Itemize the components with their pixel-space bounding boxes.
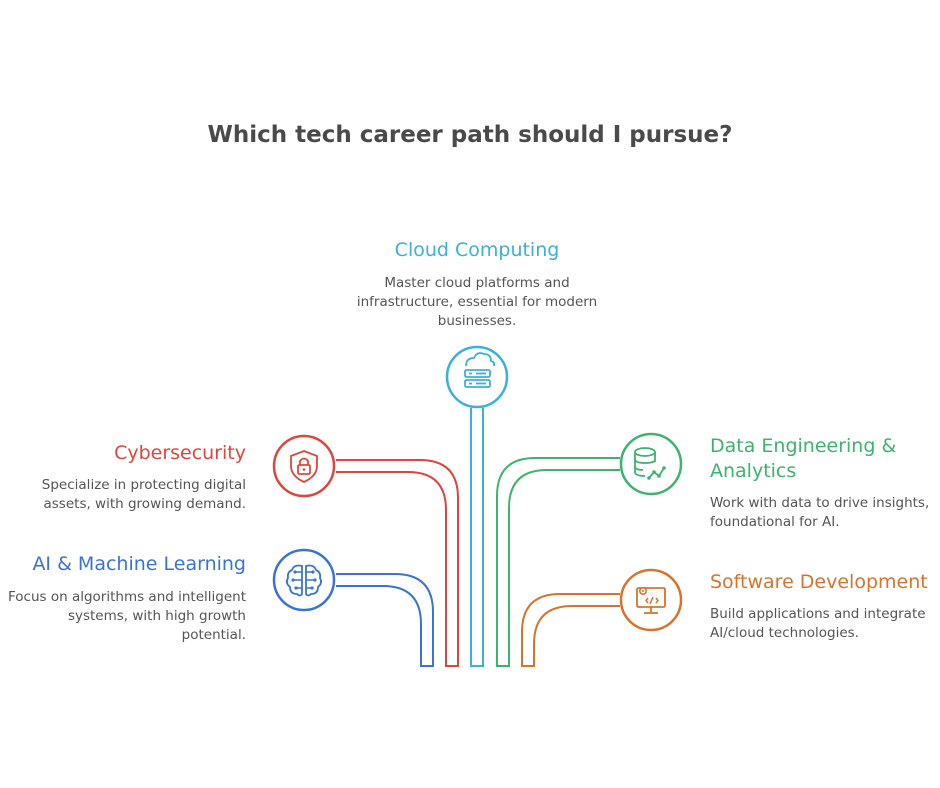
monitor-code-icon <box>619 568 683 632</box>
software-pipe <box>521 593 620 667</box>
database-chart-icon <box>619 432 683 496</box>
software-label: Software Development <box>710 571 928 593</box>
cloud-description: Master cloud platforms and infrastructur… <box>356 275 598 329</box>
ai-label: AI & Machine Learning <box>32 553 246 575</box>
brain-circuit-icon <box>272 548 336 612</box>
diagram-title: Which tech career path should I pursue? <box>207 122 733 148</box>
cyber-pipe <box>336 459 459 667</box>
software-description: Build applications and integrate AI/clou… <box>710 606 926 641</box>
data-description: Work with data to drive insights, founda… <box>710 495 930 530</box>
ai-description: Focus on algorithms and intelligent syst… <box>7 589 246 643</box>
data-pipe <box>496 457 620 667</box>
cloud-pipe <box>470 408 484 667</box>
cloud-label: Cloud Computing <box>394 239 560 261</box>
data-label: Data Engineering & Analytics <box>710 435 897 482</box>
cyber-label: Cybersecurity <box>114 442 246 464</box>
cyber-description: Specialize in protecting digital assets,… <box>41 477 246 512</box>
shield-lock-icon <box>272 434 336 498</box>
cloud-server-icon <box>445 345 509 409</box>
ai-pipe <box>336 573 434 667</box>
